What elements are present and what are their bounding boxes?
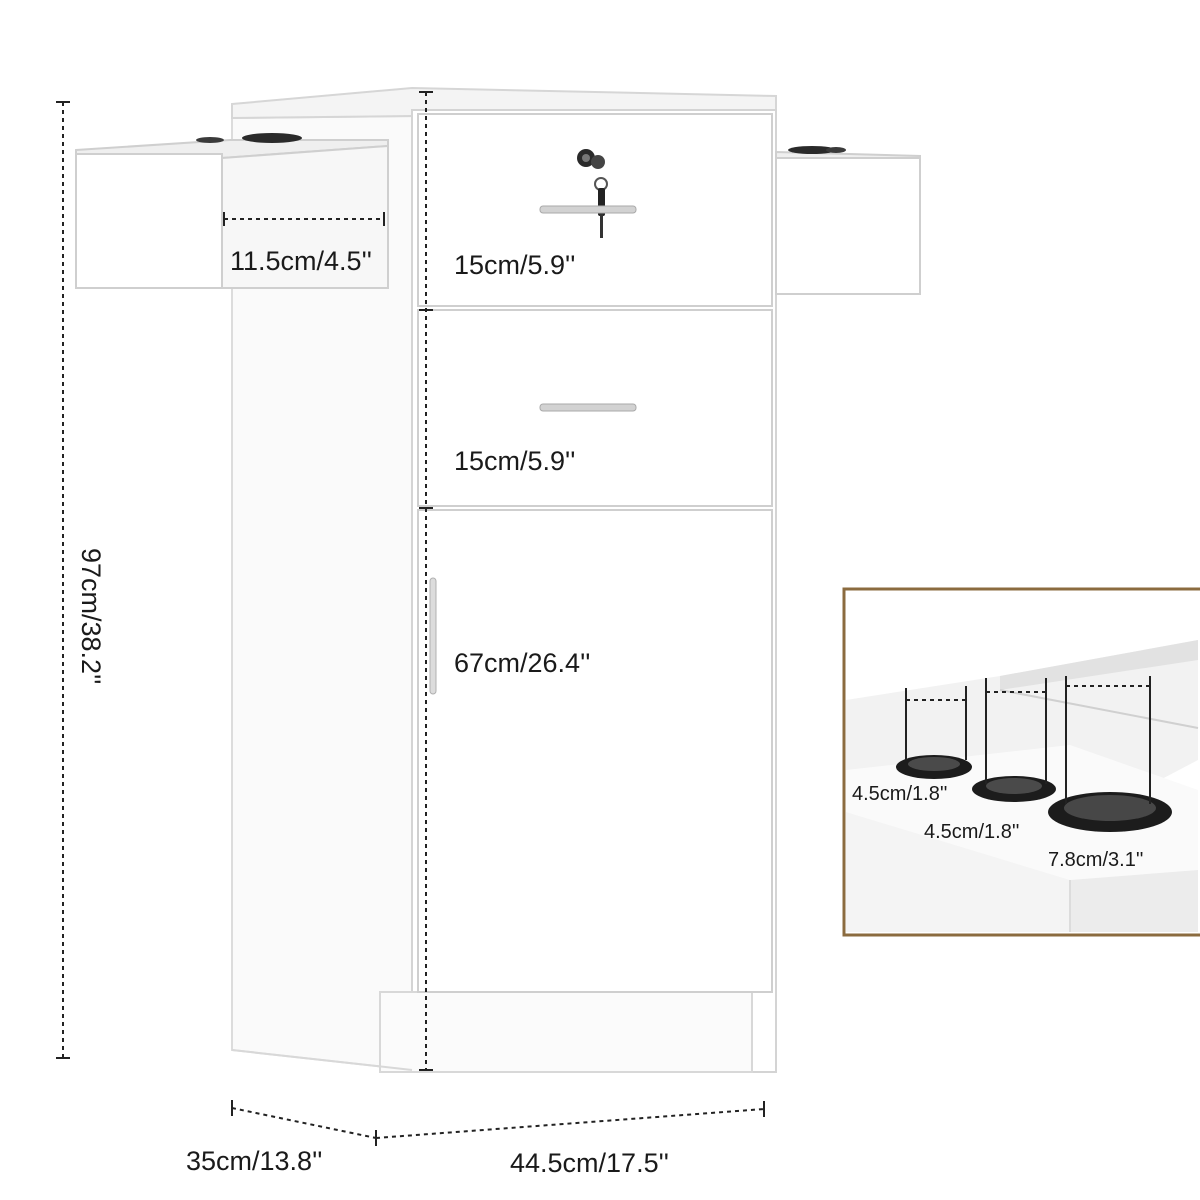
- detail-inset: 4.5cm/1.8'' 4.5cm/1.8'' 7.8cm/3.1'': [842, 587, 1200, 937]
- middle-drawer-handle[interactable]: [539, 403, 637, 412]
- cabinet: [75, 86, 921, 1073]
- dimension-lines: [56, 91, 765, 1146]
- small-holder-2-icon: [972, 776, 1056, 802]
- depth-label: 35cm/13.8'': [186, 1146, 322, 1176]
- cabinet-door[interactable]: [417, 509, 773, 993]
- door-handle[interactable]: [429, 577, 437, 695]
- large-holder-icon: [1048, 792, 1172, 832]
- side-tray-width-label: 11.5cm/4.5'': [230, 246, 372, 276]
- total-height-label: 97cm/38.2'': [76, 548, 106, 684]
- door-height-label: 67cm/26.4'': [454, 648, 590, 678]
- middle-drawer-height-label: 15cm/5.9'': [454, 446, 575, 476]
- small-holder-2-label: 4.5cm/1.8'': [924, 821, 1019, 843]
- tool-holder-icon: [826, 147, 846, 153]
- cabinet-plinth: [379, 991, 753, 1073]
- tool-holder-icon: [788, 146, 836, 154]
- left-side-tray: [75, 133, 389, 289]
- small-holder-1-icon: [896, 755, 972, 779]
- top-drawer-height-label: 15cm/5.9'': [454, 250, 575, 280]
- tool-holder-icon: [242, 133, 302, 143]
- right-side-tray: [775, 146, 921, 295]
- small-holder-1-label: 4.5cm/1.8'': [852, 783, 947, 805]
- large-holder-label: 7.8cm/3.1'': [1048, 849, 1143, 871]
- top-drawer-handle[interactable]: [539, 205, 637, 214]
- tool-holder-icon: [196, 137, 224, 143]
- width-label: 44.5cm/17.5'': [510, 1148, 669, 1178]
